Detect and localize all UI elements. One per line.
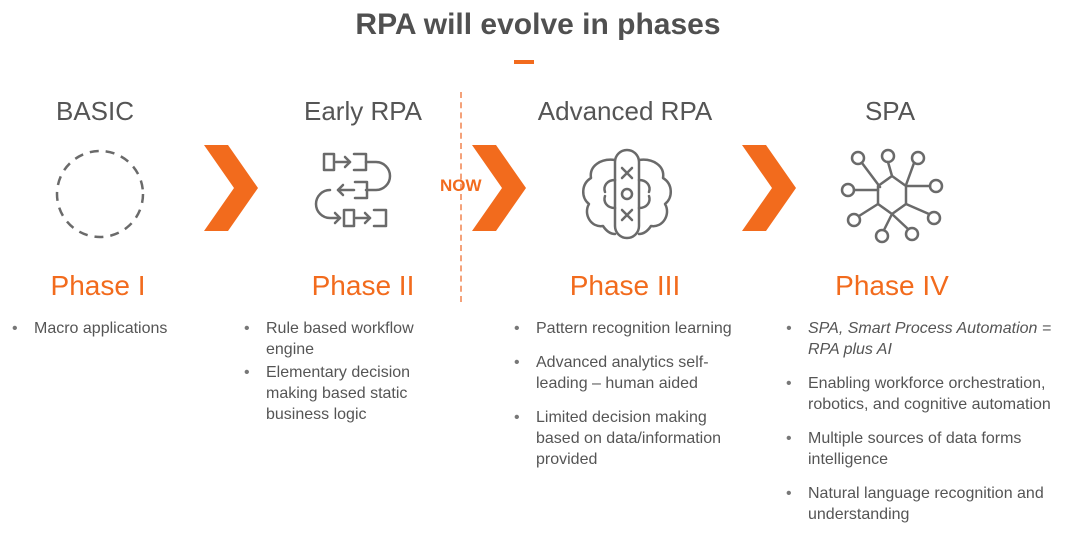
list-item: Rule based workflow engine (240, 318, 445, 360)
phase-1-label: Phase I (50, 270, 146, 301)
chevron-right-icon (742, 145, 796, 231)
list-item: Macro applications (8, 318, 218, 339)
chevron-right-icon (204, 145, 258, 231)
list-item: Limited decision making based on data/in… (510, 407, 750, 470)
chevron-right-icon (472, 145, 526, 231)
phase-2-bullets: Rule based workflow engine Elementary de… (240, 318, 445, 427)
stage-early-rpa-label: Early RPA (304, 96, 422, 126)
list-item: SPA, Smart Process Automation = RPA plus… (782, 318, 1067, 360)
phase-4-bullets: SPA, Smart Process Automation = RPA plus… (782, 318, 1067, 538)
brain-icon (582, 148, 672, 240)
stage-basic-label: BASIC (55, 96, 135, 126)
list-item: Multiple sources of data forms intellige… (782, 428, 1067, 470)
now-divider (460, 92, 462, 302)
dashed-circle-icon (55, 149, 145, 239)
list-item: Elementary decision making based static … (240, 362, 445, 425)
now-label: NOW (440, 176, 482, 195)
list-item: Natural language recognition and underst… (782, 483, 1067, 525)
list-item: Enabling workforce orchestration, roboti… (782, 373, 1067, 415)
stage-advanced-rpa-label: Advanced RPA (537, 96, 713, 126)
workflow-icon (314, 152, 392, 228)
phase-3-bullets: Pattern recognition learning Advanced an… (510, 318, 750, 483)
title-underline (514, 60, 534, 64)
phase-1-bullets: Macro applications (8, 318, 218, 352)
stage-spa-label: SPA (864, 96, 916, 126)
phase-2-label: Phase II (311, 270, 415, 301)
list-item: Advanced analytics self-leading – human … (510, 352, 750, 394)
phase-4-label: Phase IV (835, 270, 949, 301)
neural-network-icon (840, 148, 944, 244)
list-item: Pattern recognition learning (510, 318, 750, 339)
phase-3-label: Phase III (569, 270, 681, 301)
page-title: RPA will evolve in phases (355, 8, 721, 41)
